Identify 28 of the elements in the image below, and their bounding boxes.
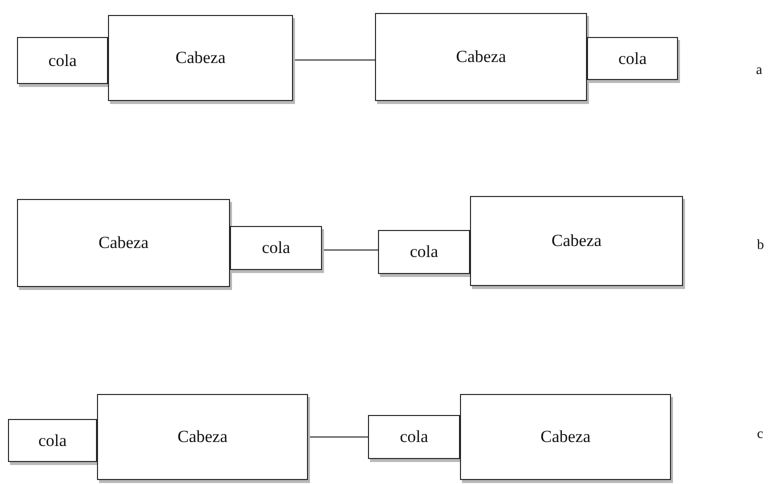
row-letter: a [756,62,762,80]
rectangle-box [378,230,470,274]
box-label: cola [48,50,77,72]
box-label: cola [262,237,290,260]
box-label: cola [400,426,428,448]
rectangle-box [17,37,108,84]
rectangle-box [8,419,97,462]
rectangle-box [17,199,230,287]
rectangle-box [368,415,460,459]
row-letter: b [757,237,764,255]
rectangle-box [230,226,322,270]
box-label: Cabeza [551,230,602,252]
row-letter: c [757,426,764,444]
box-label: Cabeza [175,47,226,70]
rectangle-box [108,15,293,101]
rectangle-box [587,37,678,80]
box-label: Cabeza [177,426,228,448]
box-label: Cabeza [540,426,591,448]
box-label: cola [618,48,647,70]
rectangle-box [375,13,587,101]
box-label: cola [38,430,67,452]
box-label: cola [410,241,438,264]
rectangle-box [97,394,308,480]
rectangle-box [470,196,683,286]
box-label: Cabeza [456,46,506,68]
rectangle-box [460,394,671,480]
connector-line [308,436,368,438]
box-label: Cabeza [98,232,149,254]
